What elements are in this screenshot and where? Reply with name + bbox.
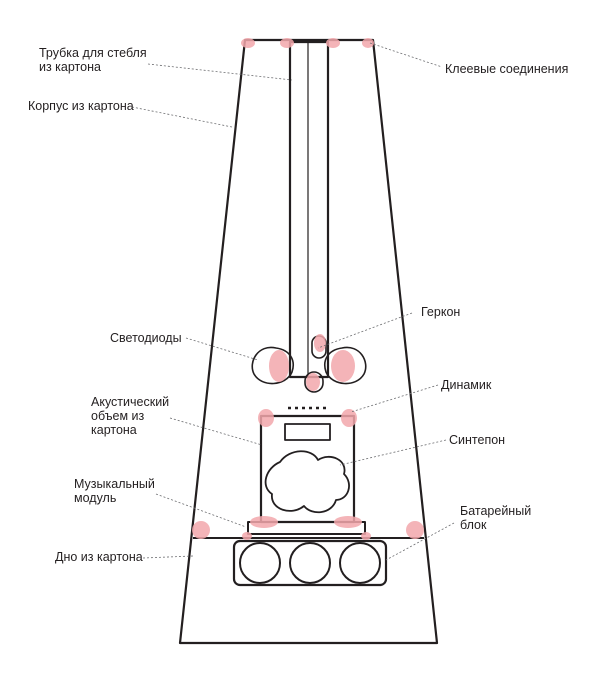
leader-tube [147, 63, 293, 81]
leader-bottom [142, 555, 194, 559]
battery-2 [289, 542, 331, 584]
glue-spot [250, 516, 278, 528]
glue-spot [241, 38, 255, 48]
leader-padding [339, 439, 447, 466]
glue-spot [362, 38, 374, 48]
label-padding: Синтепон [449, 433, 506, 447]
led-left [251, 346, 294, 385]
leader-glue [369, 42, 443, 68]
stem-tube [288, 40, 330, 379]
glue-spot [258, 409, 274, 427]
leader-speaker [350, 384, 439, 413]
glue-spot [406, 521, 424, 539]
label-leds: Светодиоды [110, 331, 182, 345]
label-glue: Клеевые соединения [445, 62, 569, 76]
glue-joints [192, 38, 424, 540]
glue-spot [242, 532, 252, 540]
glue-spot [331, 350, 355, 382]
glue-spot [280, 38, 294, 48]
glue-spot [192, 521, 210, 539]
label-acoustic: Акустический объем из картона [91, 395, 170, 437]
leader-reed [317, 312, 413, 349]
battery-block [232, 539, 388, 587]
battery-1 [239, 542, 281, 584]
label-music: Музыкальный модуль [74, 477, 155, 505]
glue-spot [269, 350, 289, 382]
label-speaker: Динамик [441, 378, 492, 392]
label-body: Корпус из картона [28, 99, 134, 113]
leader-leds [185, 337, 259, 361]
glue-spot [334, 516, 362, 528]
leader-acoustic [169, 417, 263, 446]
glue-spot [306, 373, 320, 391]
glue-spot [361, 532, 371, 540]
glue-spot [326, 38, 340, 48]
reed-magnet [304, 371, 324, 393]
glue-spot [314, 334, 326, 352]
leader-battery [385, 522, 455, 561]
leader-body [131, 106, 233, 128]
label-bottom: Дно из картона [55, 550, 143, 564]
music-module [247, 521, 366, 535]
padding-blob [264, 450, 350, 514]
label-battery: Батарейный блок [460, 504, 532, 532]
speaker [284, 423, 331, 441]
glue-spot [341, 409, 357, 427]
label-tube: Трубка для стебля из картона [39, 46, 147, 74]
label-reed: Геркон [421, 305, 461, 319]
acoustic-volume [259, 414, 356, 524]
battery-3 [339, 542, 381, 584]
led-right [324, 346, 367, 385]
